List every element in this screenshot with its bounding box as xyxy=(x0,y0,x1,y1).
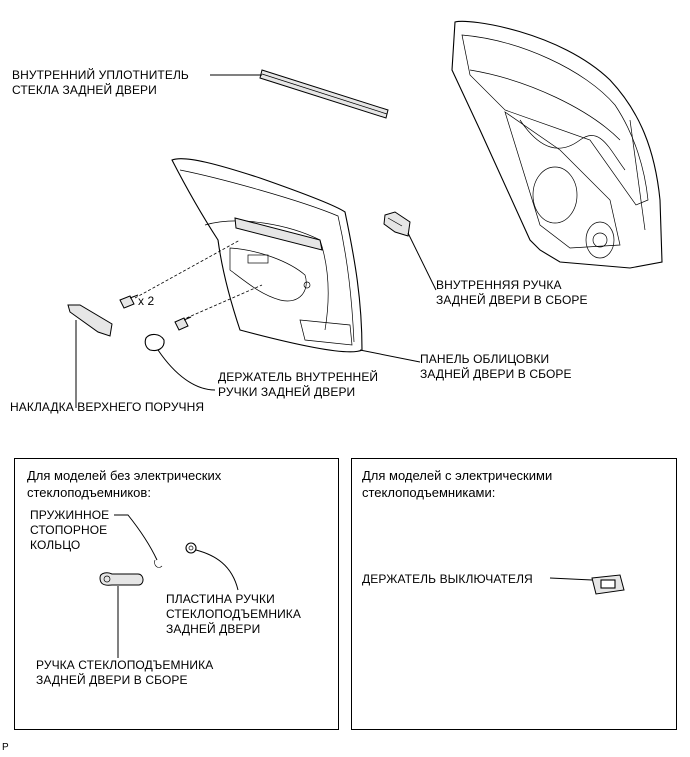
corner-mark: P xyxy=(2,742,9,753)
door-trim-panel xyxy=(171,158,363,353)
label-switch-holder: ДЕРЖАТЕЛЬ ВЫКЛЮЧАТЕЛЯ xyxy=(362,572,533,586)
label-inner-handle-holder: ДЕРЖАТЕЛЬ ВНУТРЕННЕЙ РУЧКИ ЗАДНЕЙ ДВЕРИ xyxy=(218,370,379,399)
window-handle-plate xyxy=(185,542,197,554)
inner-handle-holder xyxy=(144,333,165,352)
spring-snap-ring xyxy=(154,559,163,568)
label-window-handle-plate: ПЛАСТИНА РУЧКИ СТЕКЛОПОДЪЕМНИКА ЗАДНЕЙ Д… xyxy=(166,592,302,636)
leader-handle-holder xyxy=(157,349,216,391)
screw-icon xyxy=(174,316,192,331)
assembly-line-lower xyxy=(181,284,263,321)
label-inner-door-handle: ВНУТРЕННЯЯ РУЧКА ЗАДНЕЙ ДВЕРИ В СБОРЕ xyxy=(436,278,588,307)
label-screw-count: x 2 xyxy=(138,294,155,308)
door-frame xyxy=(451,20,663,269)
leader-inner-handle xyxy=(407,232,437,291)
manual-window-models-box: Для моделей без электрических стеклоподъ… xyxy=(14,458,339,730)
power-window-models-box: Для моделей с электрическими стеклоподъе… xyxy=(351,458,677,730)
window-regulator-handle xyxy=(99,572,144,586)
switch-holder xyxy=(591,574,625,595)
leader-trim-panel xyxy=(359,349,421,363)
label-spring-snap-ring: ПРУЖИННОЕ СТОПОРНОЕ КОЛЬЦО xyxy=(30,508,110,552)
inner-door-handle xyxy=(383,211,411,237)
power-box-title: Для моделей с электрическими стеклоподъе… xyxy=(362,468,553,500)
armrest-upper-cover xyxy=(67,304,113,337)
label-window-regulator-handle: РУЧКА СТЕКЛОПОДЪЕМНИКА ЗАДНЕЙ ДВЕРИ В СБ… xyxy=(36,658,214,687)
screw-icon xyxy=(119,294,139,309)
label-armrest-cover: НАКЛАДКА ВЕРХНЕГО ПОРУЧНЯ xyxy=(10,400,205,414)
leader-spring-ring xyxy=(114,514,158,561)
label-door-trim-panel: ПАНЕЛЬ ОБЛИЦОВКИ ЗАДНЕЙ ДВЕРИ В СБОРЕ xyxy=(420,352,572,381)
leader-switch-holder xyxy=(549,577,593,581)
manual-box-title: Для моделей без электрических стеклоподъ… xyxy=(27,468,222,500)
leader-window-plate xyxy=(195,549,239,591)
label-inner-glass-seal: ВНУТРЕННИЙ УПЛОТНИТЕЛЬ СТЕКЛА ЗАДНЕЙ ДВЕ… xyxy=(12,68,189,97)
inner-glass-seal xyxy=(259,69,389,119)
